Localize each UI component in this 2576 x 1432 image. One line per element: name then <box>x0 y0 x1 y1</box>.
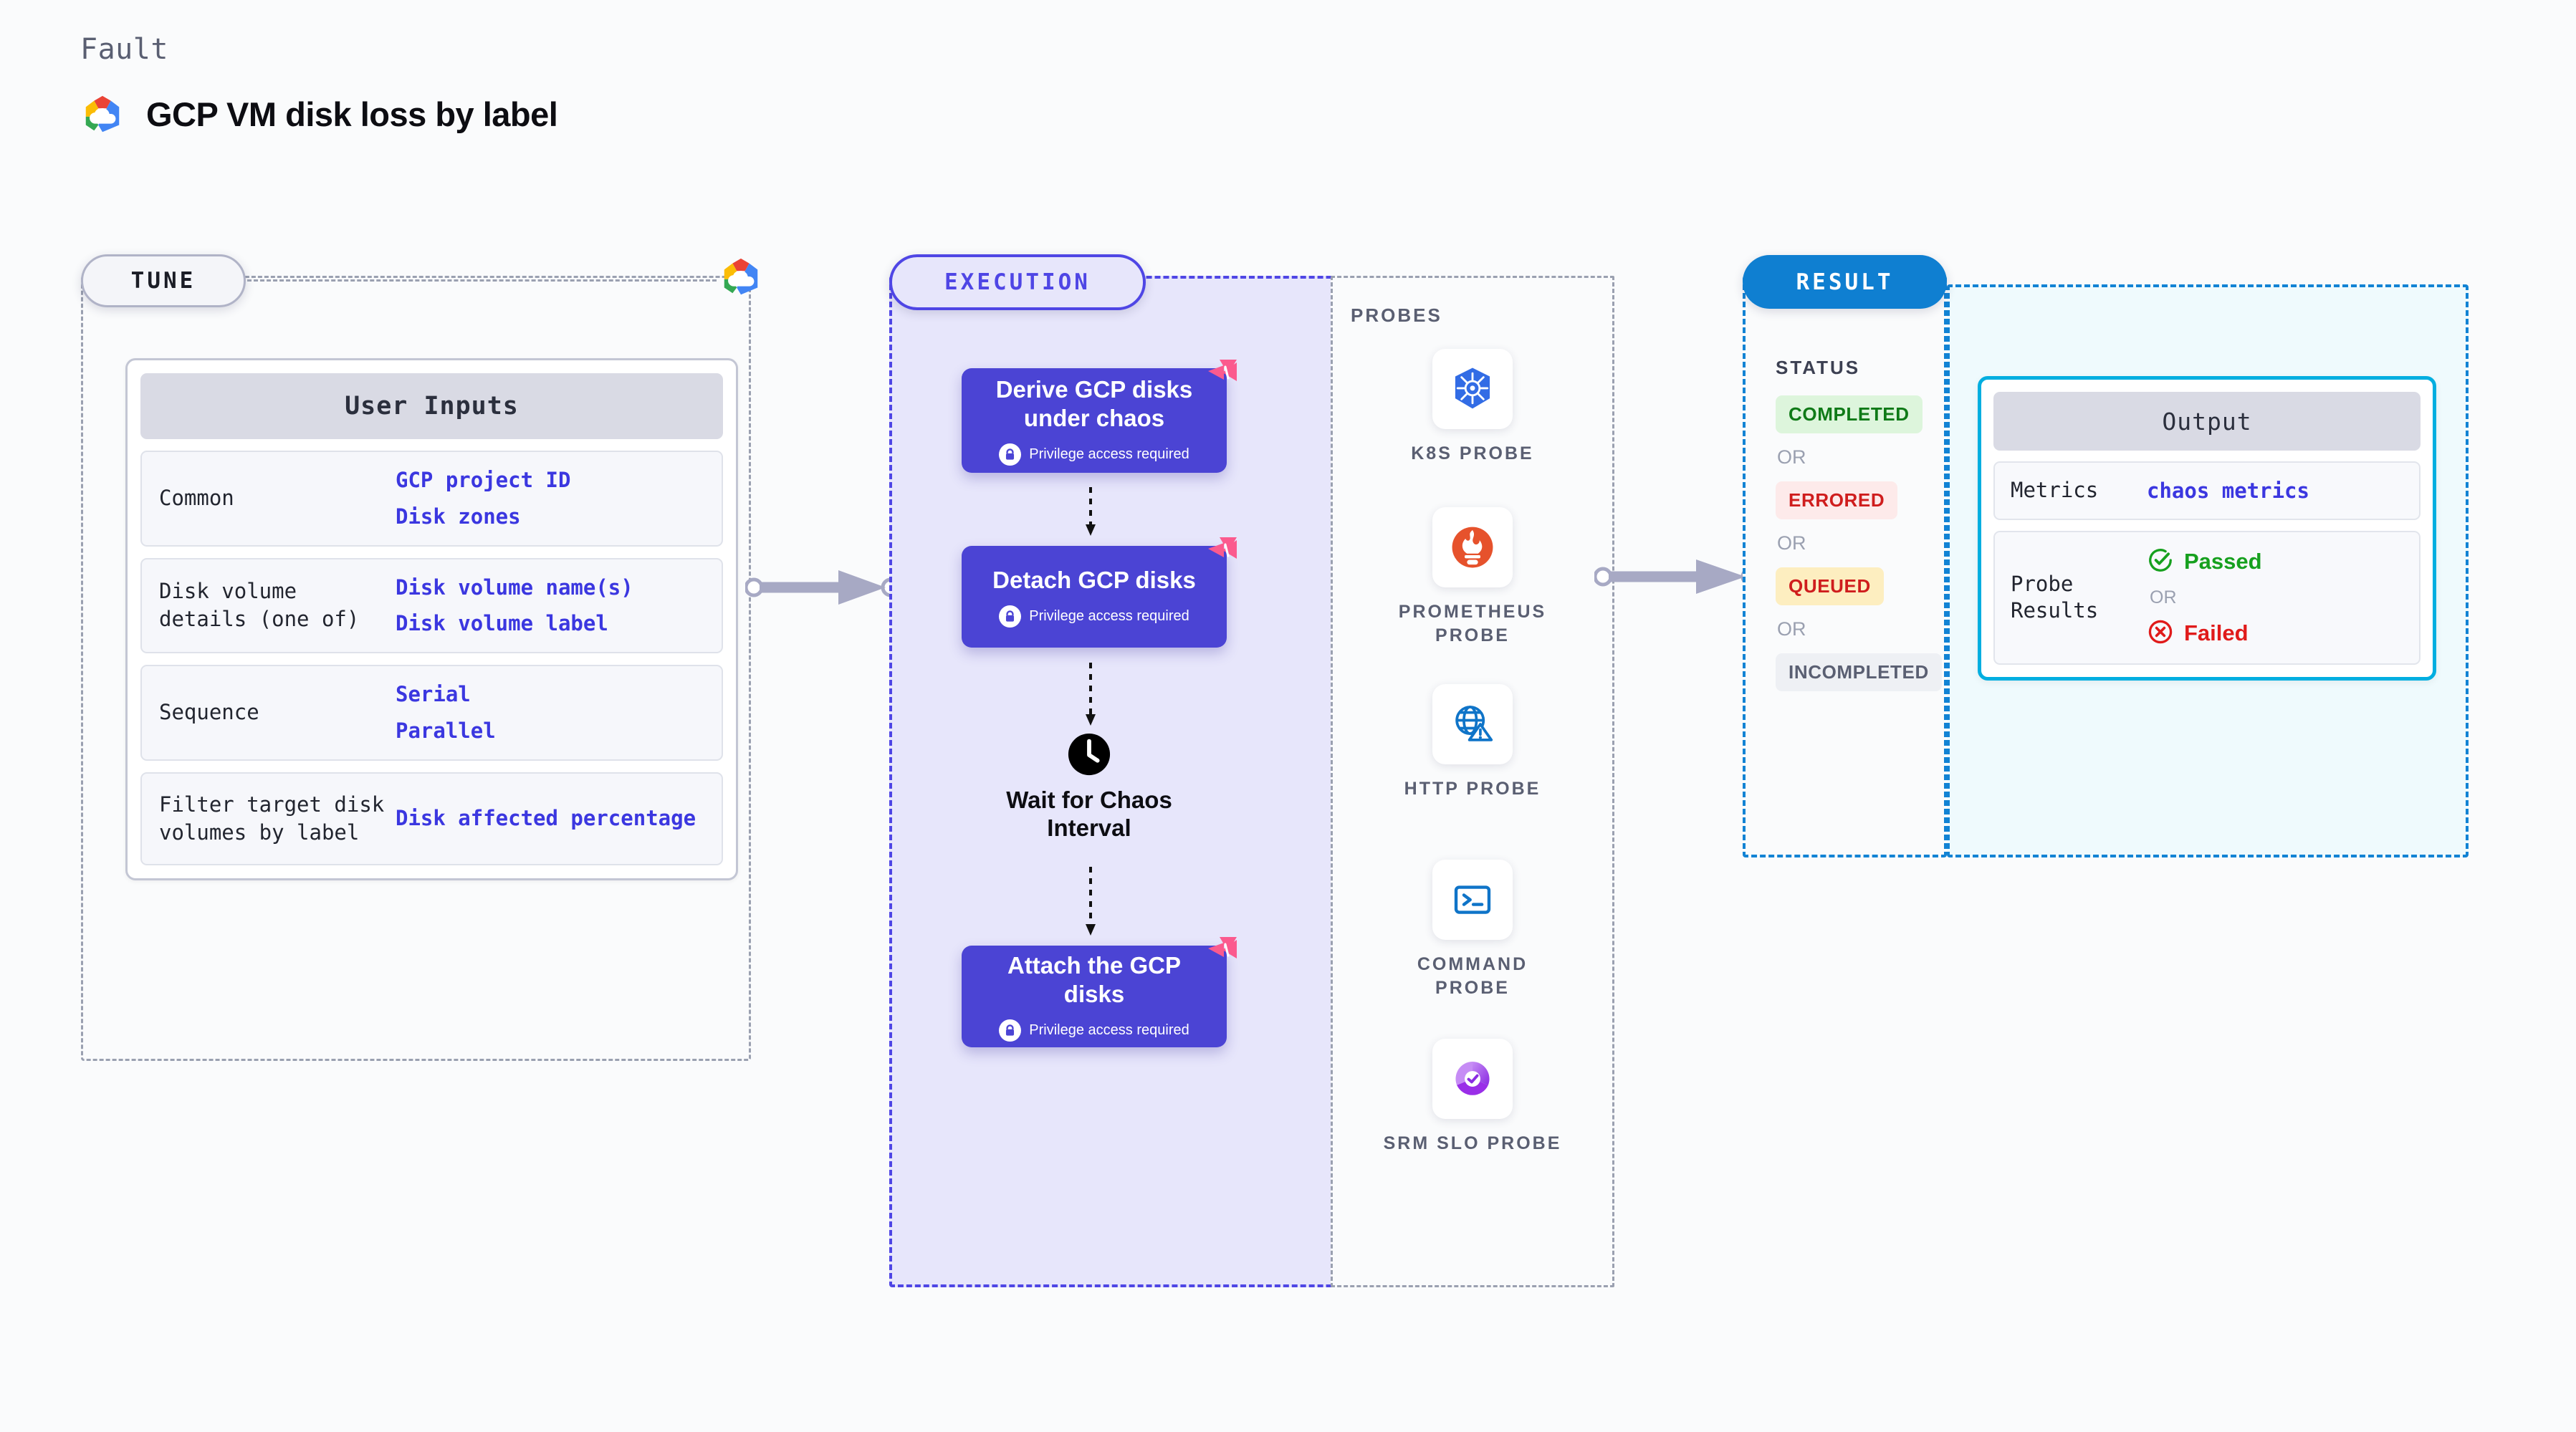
probe-item[interactable]: PROMETHEUS PROBE <box>1383 507 1562 647</box>
probe-item[interactable]: COMMAND PROBE <box>1383 860 1562 999</box>
privilege-badge: Privilege access required <box>999 1019 1189 1042</box>
probes-title: PROBES <box>1351 304 1442 326</box>
status-title: STATUS <box>1776 357 1861 378</box>
status-badge: COMPLETED <box>1776 395 1923 433</box>
user-input-value[interactable]: Parallel <box>396 718 496 743</box>
probe-passed-label: Passed <box>2184 549 2262 575</box>
execution-step-card[interactable]: Derive GCP disks under chaos Privilege a… <box>962 360 1237 473</box>
kubernetes-icon <box>1432 349 1513 429</box>
probe-label: COMMAND PROBE <box>1417 954 1528 998</box>
status-badge: INCOMPLETED <box>1776 653 1942 691</box>
user-input-row[interactable]: Sequence Serial Parallel <box>140 665 723 761</box>
output-header: Output <box>1993 392 2421 451</box>
probe-results-values: Passed OR Failed <box>2147 547 2262 649</box>
privilege-text: Privilege access required <box>1029 608 1189 625</box>
connector-execution-to-result <box>1594 555 1759 598</box>
harness-ribbon-icon <box>1202 930 1242 970</box>
clock-icon <box>1067 732 1111 777</box>
user-inputs-card: User Inputs Common GCP project ID Disk z… <box>125 358 738 880</box>
user-input-value[interactable]: GCP project ID <box>396 468 571 492</box>
status-badge: QUEUED <box>1776 567 1884 605</box>
execution-step-title: Derive GCP disks under chaos <box>995 375 1193 431</box>
probe-item[interactable]: HTTP PROBE <box>1383 684 1562 801</box>
lock-icon <box>999 1019 1022 1042</box>
user-input-row[interactable]: Common GCP project ID Disk zones <box>140 451 723 547</box>
probe-label: HTTP PROBE <box>1404 779 1541 799</box>
user-input-value[interactable]: Serial <box>396 682 471 707</box>
status-badge-list: COMPLETED OR ERRORED OR QUEUED OR INCOMP… <box>1776 395 1942 691</box>
http-globe-icon <box>1432 684 1513 764</box>
privilege-text: Privilege access required <box>1029 1022 1189 1039</box>
execution-section-pill[interactable]: EXECUTION <box>889 254 1146 310</box>
lock-icon <box>999 443 1022 466</box>
probe-label: PROMETHEUS PROBE <box>1398 602 1547 645</box>
probe-label: SRM SLO PROBE <box>1383 1133 1562 1153</box>
lock-icon <box>999 605 1022 628</box>
user-input-value[interactable]: Disk volume label <box>396 611 608 636</box>
or-separator: OR <box>1777 446 1806 468</box>
execution-step-card[interactable]: Detach GCP disks Privilege access requir… <box>962 537 1237 648</box>
terminal-icon <box>1432 860 1513 940</box>
user-input-value[interactable]: Disk zones <box>396 504 521 529</box>
wait-node-label: Wait for Chaos Interval <box>1006 787 1172 841</box>
privilege-badge: Privilege access required <box>999 443 1189 466</box>
srm-slo-icon <box>1432 1039 1513 1119</box>
gcp-logo-icon <box>80 92 125 136</box>
x-circle-icon <box>2147 618 2174 649</box>
output-metrics-row[interactable]: Metrics chaos metrics <box>1993 461 2421 520</box>
probe-item[interactable]: K8S PROBE <box>1383 349 1562 466</box>
output-probe-results-row: Probe Results Passed OR <box>1993 530 2421 665</box>
probe-failed-label: Failed <box>2184 620 2249 646</box>
user-input-row[interactable]: Filter target disk volumes by label Disk… <box>140 772 723 865</box>
output-metrics-key: Metrics <box>2011 478 2099 502</box>
probe-result-failed: Failed <box>2147 618 2262 649</box>
or-separator: OR <box>1777 618 1806 640</box>
user-input-key: Disk volume details (one of) <box>159 579 360 632</box>
output-card: Output Metrics chaos metrics Probe Resul… <box>1978 376 2436 681</box>
tune-dashed-connector <box>247 279 717 282</box>
user-input-values: Disk affected percentage <box>396 806 696 831</box>
user-input-value[interactable]: Disk affected percentage <box>396 806 696 831</box>
harness-ribbon-icon <box>1202 530 1242 570</box>
gcp-logo-icon <box>719 254 763 302</box>
execution-step-title: Detach GCP disks <box>992 566 1196 593</box>
user-input-key: Sequence <box>159 700 259 725</box>
harness-ribbon-icon <box>1202 352 1242 393</box>
privilege-badge: Privilege access required <box>999 605 1189 628</box>
output-metrics-value[interactable]: chaos metrics <box>2147 478 2309 503</box>
check-circle-icon <box>2147 547 2174 577</box>
user-input-key: Filter target disk volumes by label <box>159 792 385 845</box>
output-probe-results-key: Probe Results <box>2011 571 2099 623</box>
user-input-key: Common <box>159 486 234 511</box>
wait-for-chaos-interval-node[interactable]: Wait for Chaos Interval <box>1003 732 1175 842</box>
page-header: GCP VM disk loss by label <box>80 92 558 136</box>
flow-arrow-down <box>1083 487 1098 537</box>
page-eyebrow: Fault <box>80 33 168 66</box>
flow-arrow-down <box>1083 663 1098 727</box>
or-separator: OR <box>2150 587 2177 607</box>
probe-item[interactable]: SRM SLO PROBE <box>1383 1039 1562 1155</box>
probe-label: K8S PROBE <box>1411 443 1534 463</box>
privilege-text: Privilege access required <box>1029 446 1189 463</box>
flow-arrow-down <box>1083 867 1098 937</box>
result-panel <box>1743 276 1947 857</box>
tune-section-pill[interactable]: TUNE <box>81 254 246 307</box>
or-separator: OR <box>1777 532 1806 554</box>
page-title: GCP VM disk loss by label <box>146 95 558 133</box>
execution-step-title: Attach the GCP disks <box>1007 951 1182 1007</box>
status-badge: ERRORED <box>1776 481 1898 519</box>
user-input-value[interactable]: Disk volume name(s) <box>396 575 633 600</box>
user-input-values: Serial Parallel <box>396 682 496 744</box>
user-input-row[interactable]: Disk volume details (one of) Disk volume… <box>140 557 723 654</box>
result-section-pill[interactable]: RESULT <box>1743 255 1947 309</box>
user-inputs-header: User Inputs <box>140 373 723 439</box>
execution-step-card[interactable]: Attach the GCP disks Privilege access re… <box>962 937 1237 1047</box>
user-input-values: Disk volume name(s) Disk volume label <box>396 575 633 637</box>
connector-tune-to-execution <box>745 566 899 609</box>
probe-result-passed: Passed <box>2147 547 2262 577</box>
user-input-values: GCP project ID Disk zones <box>396 468 570 529</box>
prometheus-icon <box>1432 507 1513 587</box>
